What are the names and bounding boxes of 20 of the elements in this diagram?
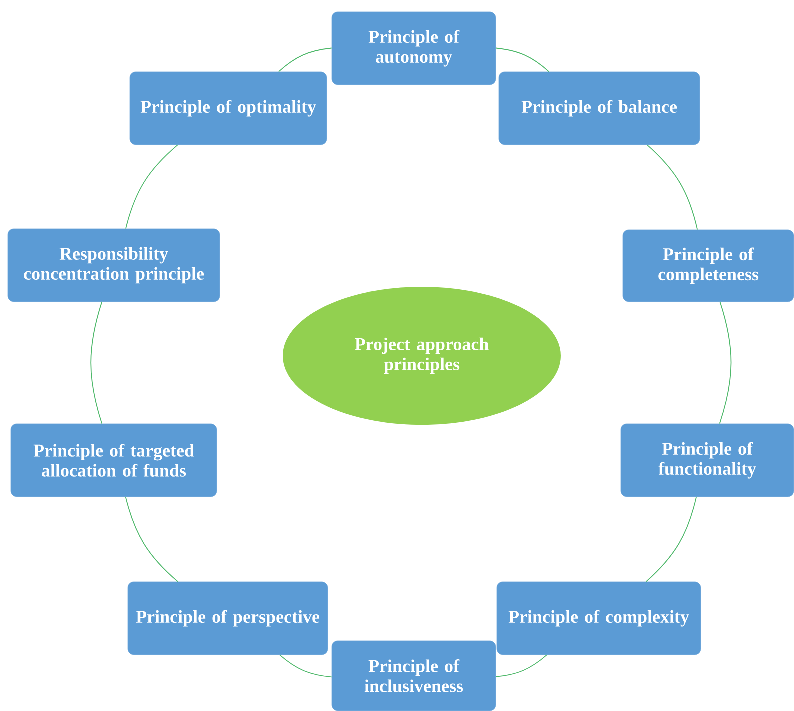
principle-box: Responsibility concentration principle: [8, 228, 220, 302]
principle-box: Principle of functionality: [620, 424, 794, 498]
connector-arc: [719, 302, 732, 424]
connector-arc: [496, 48, 550, 72]
principle-box: Principle of completeness: [622, 230, 794, 302]
connector-arc: [125, 496, 178, 582]
connector-arc: [646, 496, 697, 582]
connector-arc: [647, 144, 698, 230]
connector-arc: [496, 654, 548, 678]
connector-arc: [90, 302, 103, 424]
principle-box: Principle of perspective: [128, 582, 328, 656]
principle-box: Principle of optimality: [130, 72, 328, 146]
connector-arc: [126, 144, 178, 230]
principle-box: Principle of balance: [498, 72, 700, 146]
principle-box: Principle of complexity: [496, 582, 702, 656]
principle-box: Principle of inclusiveness: [332, 640, 496, 711]
principle-box: Principle of autonomy: [332, 12, 496, 86]
connector-arc: [278, 48, 332, 72]
connector-arc: [280, 654, 332, 678]
principle-box: Principle of targeted allocation of funds: [10, 424, 218, 498]
